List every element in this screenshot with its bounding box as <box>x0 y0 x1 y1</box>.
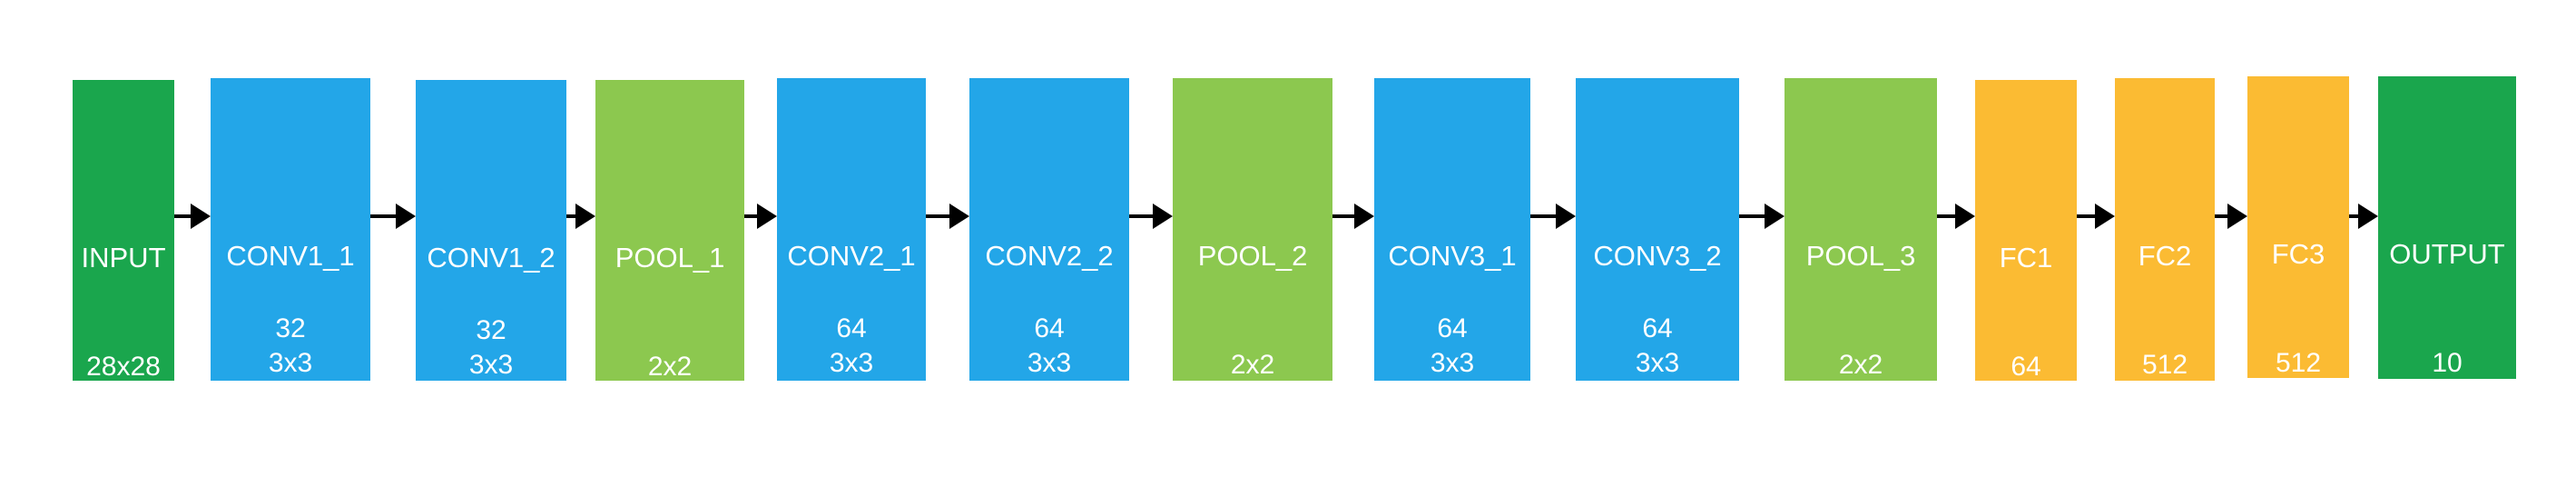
flow-arrow <box>1129 204 1173 229</box>
layer-size: 512 <box>2275 348 2322 378</box>
layer-size: 2x2 <box>647 352 693 382</box>
layer-title: CONV1_1 <box>226 240 355 272</box>
layer-size: 10 <box>2432 348 2463 378</box>
layer-block-pool-2: POOL_2 2x2 <box>1173 78 1332 381</box>
flow-arrow <box>2349 204 2378 229</box>
flow-arrow <box>1530 204 1576 229</box>
layer-block-input: INPUT 28x28 <box>73 80 174 382</box>
layer-block-conv2-2: CONV2_2 64 3x3 <box>969 78 1129 381</box>
flow-arrow <box>2215 204 2247 229</box>
layer-block-fc2: FC2 512 <box>2115 78 2215 381</box>
layer-title: FC3 <box>2271 238 2325 270</box>
layer-title: CONV3_1 <box>1388 240 1517 272</box>
layer-size: 2x2 <box>1230 350 1275 380</box>
layer-block-fc1: FC1 64 <box>1975 80 2077 382</box>
layer-block-conv1-2: CONV1_2 32 3x3 <box>416 80 566 381</box>
layer-block-conv3-1: CONV3_1 64 3x3 <box>1374 78 1530 381</box>
layer-block-conv1-1: CONV1_1 32 3x3 <box>211 78 370 381</box>
flow-arrow <box>926 204 969 229</box>
layer-size: 28x28 <box>86 352 161 382</box>
layer-size: 512 <box>2141 350 2188 380</box>
layer-title: POOL_2 <box>1197 240 1308 272</box>
layer-kernel-size: 3x3 <box>1027 348 1072 378</box>
layer-title: CONV2_2 <box>985 240 1114 272</box>
layer-block-pool-3: POOL_3 2x2 <box>1785 78 1937 381</box>
layer-title: OUTPUT <box>2389 238 2505 270</box>
layer-channels: 32 <box>476 315 506 345</box>
layer-kernel-size: 3x3 <box>1430 348 1475 378</box>
flow-arrow <box>1937 204 1975 229</box>
flow-arrow <box>174 204 211 229</box>
layer-channels: 64 <box>836 313 867 343</box>
layer-title: CONV3_2 <box>1593 240 1722 272</box>
layer-title: CONV1_2 <box>427 242 556 273</box>
layer-block-conv3-2: CONV3_2 64 3x3 <box>1576 78 1739 381</box>
layer-kernel-size: 3x3 <box>1635 348 1680 378</box>
layer-title: FC1 <box>1999 242 2053 273</box>
layer-kernel-size: 3x3 <box>268 348 313 378</box>
layer-kernel-size: 3x3 <box>829 348 874 378</box>
flow-arrow <box>566 204 595 229</box>
layer-channels: 64 <box>1034 313 1065 343</box>
layer-channels: 64 <box>1642 313 1673 343</box>
flow-arrow <box>1739 204 1785 229</box>
layer-channels: 32 <box>275 313 306 343</box>
flow-arrow <box>2077 204 2115 229</box>
flow-arrow <box>370 204 416 229</box>
layer-title: FC2 <box>2138 240 2192 272</box>
layer-block-fc3: FC3 512 <box>2247 76 2349 378</box>
layer-title: INPUT <box>81 242 166 273</box>
layer-size: 2x2 <box>1838 350 1883 380</box>
layer-size: 64 <box>2011 352 2041 382</box>
flow-arrow <box>744 204 777 229</box>
layer-title: POOL_1 <box>615 242 725 273</box>
flow-arrow <box>1332 204 1374 229</box>
layer-title: POOL_3 <box>1805 240 1916 272</box>
layer-block-conv2-1: CONV2_1 64 3x3 <box>777 78 926 381</box>
layer-title: CONV2_1 <box>787 240 916 272</box>
layer-kernel-size: 3x3 <box>468 350 514 380</box>
layer-channels: 64 <box>1437 313 1468 343</box>
layer-block-output: OUTPUT 10 <box>2378 76 2516 379</box>
layer-block-pool-1: POOL_1 2x2 <box>595 80 744 382</box>
